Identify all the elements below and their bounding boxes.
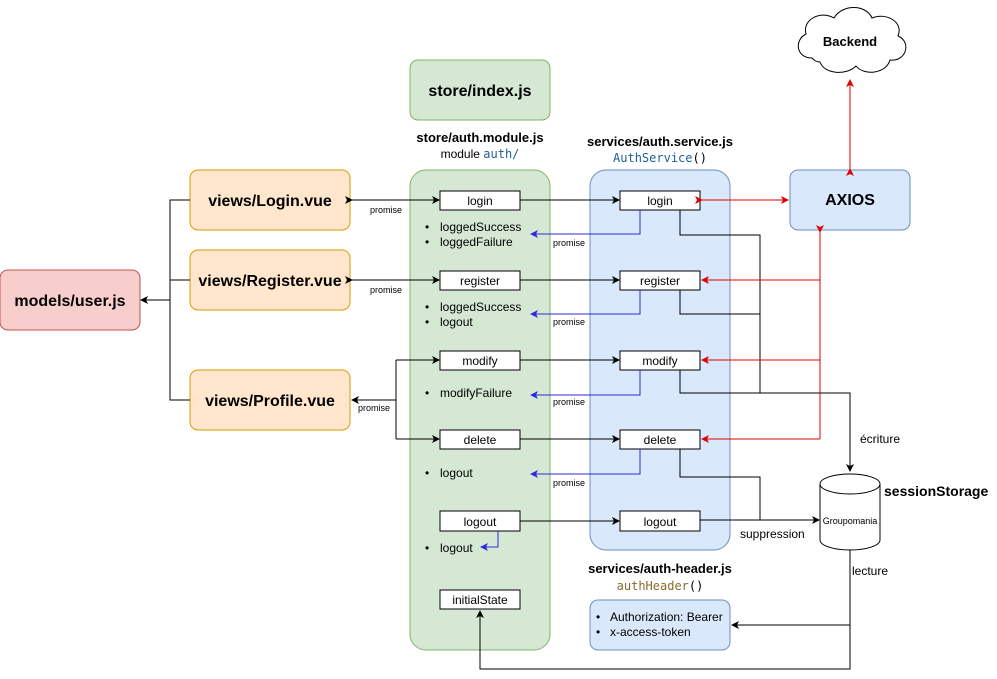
auth-header-box	[589, 599, 731, 651]
svg-text:•: •	[425, 541, 429, 555]
edge-promise-login	[530, 210, 641, 238]
edge-storage-read	[731, 550, 851, 629]
edge-storage-initial	[476, 610, 851, 670]
backend-label: Backend	[823, 34, 877, 49]
svg-text:•: •	[596, 610, 600, 624]
service-method-delete	[619, 429, 701, 450]
profile-view-label: views/Profile.vue	[205, 393, 335, 410]
mutation-item: logout	[440, 466, 473, 480]
register-view-label: views/Register.vue	[198, 273, 341, 290]
svg-text:•: •	[425, 220, 429, 234]
promise-label: promise	[553, 478, 585, 488]
edge-promise-register	[530, 290, 641, 318]
mutation-item: logout	[440, 315, 473, 329]
mutation-item: modifyFailure	[440, 386, 512, 400]
store-index-label: store/index.js	[428, 83, 531, 100]
service-method-modify-label: modify	[642, 354, 677, 368]
promise-label: promise	[358, 403, 390, 413]
store-index-box	[409, 59, 551, 121]
edge-promise-delete	[530, 449, 641, 478]
edge-views-models	[169, 199, 190, 401]
service-method-login-label: login	[647, 194, 672, 208]
module-action-logout-label: logout	[464, 515, 497, 529]
svg-text:•: •	[425, 386, 429, 400]
mutations-delete: • logout	[425, 466, 473, 480]
module-initial-state-label: initialState	[452, 593, 508, 607]
axios-label: AXIOS	[825, 192, 875, 209]
cloud-icon	[797, 7, 907, 73]
service-method-modify	[619, 350, 701, 371]
login-view-label: views/Login.vue	[208, 193, 332, 210]
service-method-delete-label: delete	[644, 433, 677, 447]
edge-promise-modify	[530, 370, 641, 399]
service-method-logout	[619, 510, 701, 532]
backend-cloud: Backend	[797, 7, 907, 73]
header-item: Authorization: Bearer	[610, 610, 723, 624]
database-icon	[819, 473, 881, 551]
auth-header-subtitle: authHeader()	[617, 579, 704, 593]
service-method-register	[619, 270, 701, 291]
module-initial-state	[439, 589, 521, 610]
svg-text:•: •	[425, 466, 429, 480]
edge-delete-remove	[679, 449, 761, 520]
mutations-logout: • logout	[425, 541, 473, 555]
session-storage: Groupomania sessionStorage	[819, 473, 988, 551]
mutations-login: • loggedSuccess • loggedFailure	[425, 220, 521, 249]
auth-header-items: • Authorization: Bearer • x-access-token	[596, 610, 723, 639]
module-action-modify-label: modify	[462, 354, 497, 368]
promise-label: promise	[553, 238, 585, 248]
promise-label: promise	[370, 285, 402, 295]
svg-text:•: •	[596, 625, 600, 639]
mutations-register: • loggedSuccess • logout	[425, 300, 521, 329]
storage-db-label: Groupomania	[823, 516, 878, 526]
auth-module-subtitle: module auth/	[441, 147, 520, 161]
suppression-label: suppression	[740, 527, 805, 541]
mutation-item: logout	[440, 541, 473, 555]
mutation-item: loggedFailure	[440, 235, 513, 249]
storage-title: sessionStorage	[884, 483, 988, 499]
promise-label: promise	[370, 205, 402, 215]
auth-header-title: services/auth-header.js	[588, 561, 732, 576]
promise-label: promise	[553, 397, 585, 407]
svg-text:•: •	[425, 235, 429, 249]
svg-text:•: •	[425, 315, 429, 329]
edge-promise-logout	[480, 531, 499, 551]
module-action-login-label: login	[467, 194, 492, 208]
edge-register-write	[679, 290, 760, 315]
module-action-delete-label: delete	[464, 433, 497, 447]
header-item: x-access-token	[610, 625, 691, 639]
auth-service-title: services/auth.service.js	[587, 134, 733, 149]
ecriture-label: écriture	[860, 432, 900, 446]
mutation-item: loggedSuccess	[440, 220, 521, 234]
service-method-register-label: register	[640, 274, 680, 288]
promise-label: promise	[553, 317, 585, 327]
module-action-register-label: register	[460, 274, 500, 288]
svg-text:•: •	[425, 300, 429, 314]
auth-module-title: store/auth.module.js	[416, 130, 543, 145]
mutation-item: loggedSuccess	[440, 300, 521, 314]
service-method-logout-label: logout	[644, 515, 677, 529]
lecture-label: lecture	[852, 564, 888, 578]
auth-service-subtitle: AuthService()	[613, 151, 707, 165]
models-user-label: models/user.js	[14, 293, 125, 310]
mutations-modify: • modifyFailure	[425, 386, 512, 400]
edge-modify-write	[679, 370, 854, 472]
